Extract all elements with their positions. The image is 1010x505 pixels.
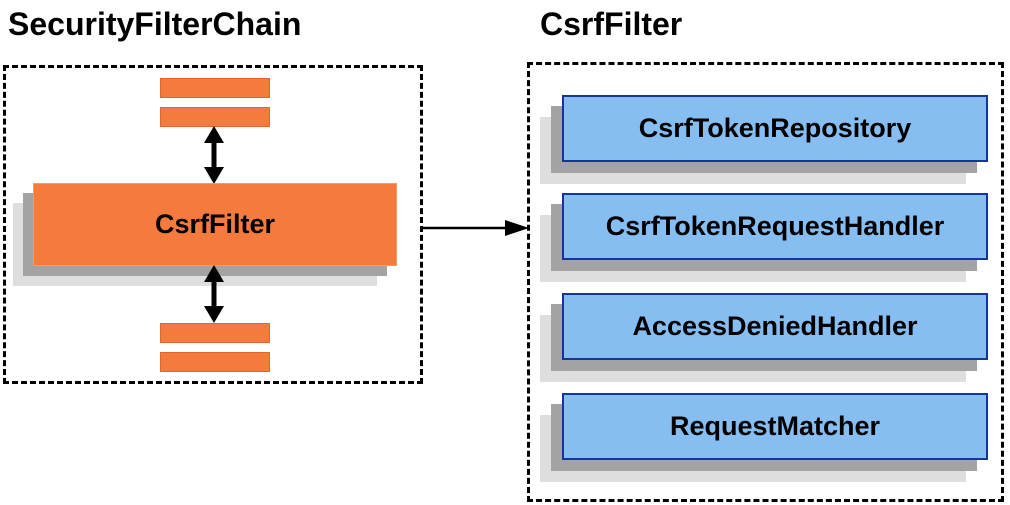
component-box-label: AccessDeniedHandler bbox=[562, 293, 988, 360]
left-panel-title: SecurityFilterChain bbox=[8, 6, 302, 42]
component-box-label: CsrfTokenRepository bbox=[562, 95, 988, 162]
component-box-label: CsrfTokenRequestHandler bbox=[562, 193, 988, 260]
flow-arrow-icon bbox=[423, 216, 529, 240]
component-box-access-denied-handler: AccessDeniedHandler bbox=[540, 293, 988, 382]
right-panel-title: CsrfFilter bbox=[540, 6, 683, 42]
security-filter-chain-container bbox=[3, 65, 423, 384]
filter-bar bbox=[160, 78, 270, 98]
component-box-csrf-token-request-handler: CsrfTokenRequestHandler bbox=[540, 193, 988, 282]
csrf-filter-components-container bbox=[527, 62, 1004, 502]
filter-bar bbox=[160, 352, 270, 372]
bidirectional-arrow-icon bbox=[200, 126, 228, 184]
filter-bar bbox=[160, 323, 270, 343]
filter-bar bbox=[160, 107, 270, 127]
csrf-filter-box-label: CsrfFilter bbox=[33, 183, 397, 266]
component-box-label: RequestMatcher bbox=[562, 393, 988, 460]
csrf-filter-box: CsrfFilter bbox=[13, 183, 397, 286]
bidirectional-arrow-icon bbox=[200, 265, 228, 323]
component-box-request-matcher: RequestMatcher bbox=[540, 393, 988, 482]
component-box-csrf-token-repository: CsrfTokenRepository bbox=[540, 95, 988, 184]
